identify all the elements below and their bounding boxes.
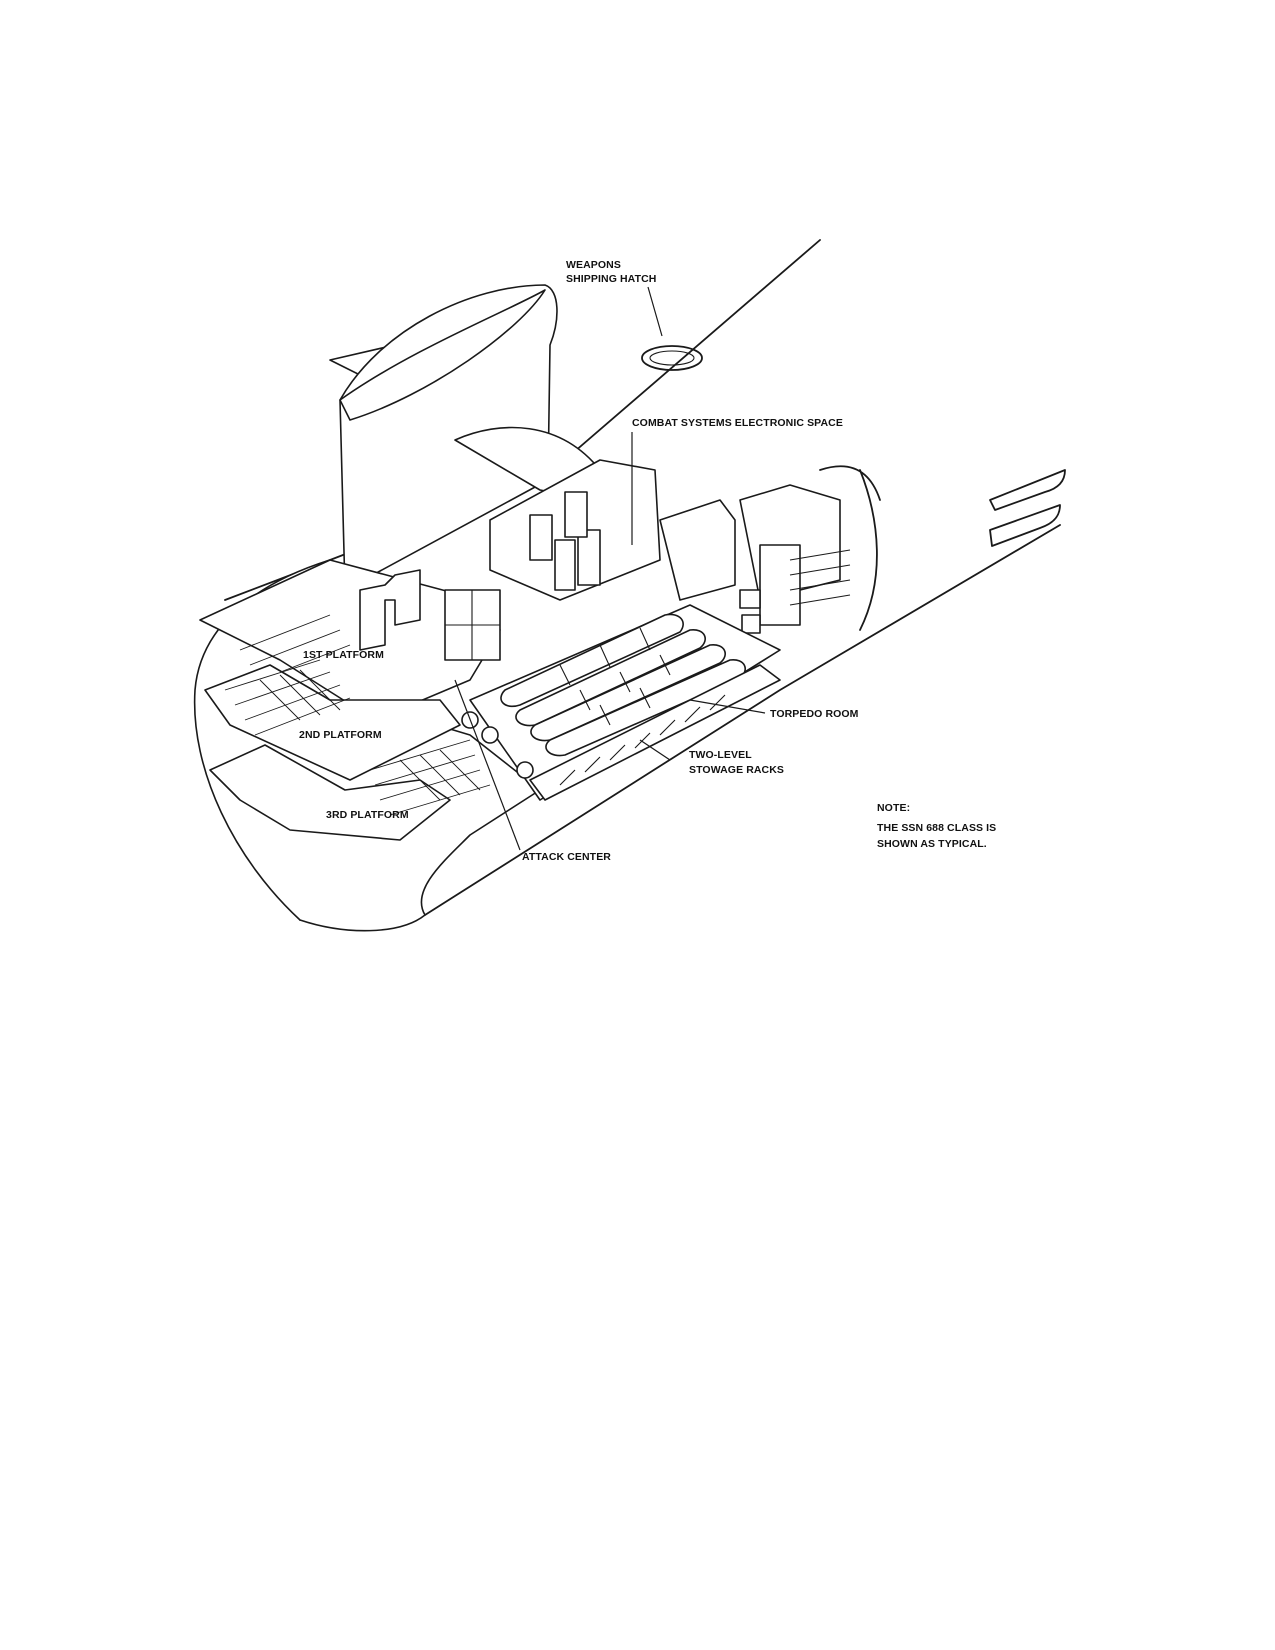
cabinet-door (564, 491, 588, 538)
label-weapons: WEAPONS (566, 259, 621, 271)
console-1 (529, 514, 553, 561)
weapons-shipping-hatch (641, 345, 703, 371)
platform-3 (209, 739, 491, 841)
label-3rd-platform: 3RD PLATFORM (326, 809, 409, 821)
tube-housing (759, 544, 801, 626)
note-heading: NOTE: (877, 802, 910, 814)
label-shipping-hatch: SHIPPING HATCH (566, 273, 656, 285)
torpedo (500, 613, 684, 708)
attack-center-console (359, 569, 421, 651)
note-block: NOTE: THE SSN 688 CLASS IS SHOWN AS TYPI… (877, 802, 996, 850)
sail (329, 284, 601, 591)
label-combat-systems: COMBAT SYSTEMS ELECTRONIC SPACE (632, 417, 843, 429)
note-line-1: THE SSN 688 CLASS IS (877, 822, 996, 834)
sail-top-ellipse (339, 289, 546, 421)
valve-2 (741, 614, 761, 634)
hatch-outer (641, 345, 703, 371)
label-stowage-racks: STOWAGE RACKS (689, 764, 784, 776)
stowage-rack-base (529, 664, 781, 801)
label-torpedo-room: TORPEDO ROOM (770, 708, 859, 720)
valve-1 (739, 589, 761, 609)
note-line-2: SHOWN AS TYPICAL. (877, 838, 987, 850)
console-3 (577, 529, 601, 586)
aft-equipment (659, 484, 851, 634)
label-1st-platform: 1ST PLATFORM (303, 649, 384, 661)
console-2 (554, 539, 576, 591)
label-2nd-platform: 2ND PLATFORM (299, 729, 382, 741)
label-attack-center: ATTACK CENTER (522, 851, 611, 863)
torpedo (515, 629, 706, 727)
platform-1 (199, 559, 501, 721)
sail-body (339, 284, 558, 591)
torpedo (530, 644, 726, 742)
hatch-inner (649, 350, 695, 366)
leader-lines (454, 286, 766, 851)
platform-2 (204, 659, 461, 781)
callout-labels: WEAPONS SHIPPING HATCH COMBAT SYSTEMS EL… (299, 259, 859, 863)
label-two-level: TWO-LEVEL (689, 749, 752, 761)
torpedo-room (461, 604, 781, 801)
combat-systems-compartment (489, 459, 661, 601)
